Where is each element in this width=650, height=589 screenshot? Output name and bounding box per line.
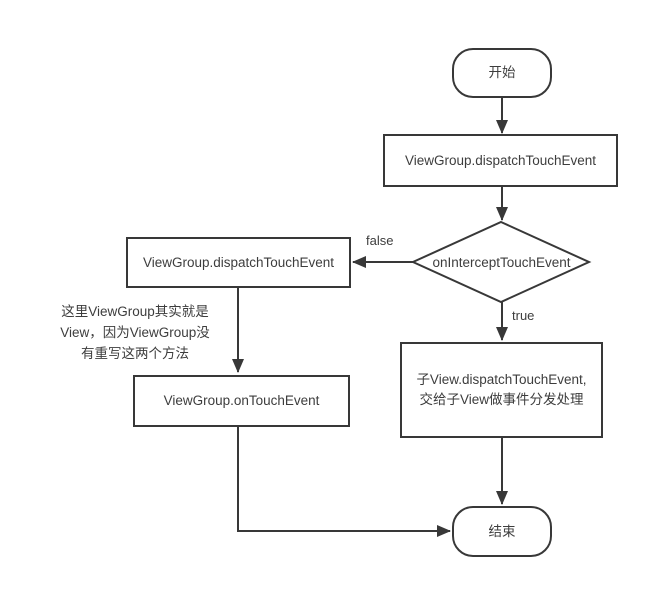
viewgroup-ontouchevent-node: ViewGroup.onTouchEvent <box>133 375 350 427</box>
viewgroup-dispatchtouchevent-label: ViewGroup.dispatchTouchEvent <box>404 152 597 168</box>
false-branch-label: false <box>366 233 394 248</box>
annotation-line-3: 有重写这两个方法 <box>81 345 189 361</box>
child-view-dispatch-node: 子View.dispatchTouchEvent, 交给子View做事件分发处理 <box>400 342 603 438</box>
start-node: 开始 <box>452 48 552 98</box>
viewgroup-dispatchtouchevent-left-node: ViewGroup.dispatchTouchEvent <box>126 237 351 288</box>
edge-ontouch-to-end <box>237 427 451 537</box>
annotation-line-2: View，因为ViewGroup没 <box>60 324 210 340</box>
viewgroup-dispatchtouchevent-left-label: ViewGroup.dispatchTouchEvent <box>142 254 335 270</box>
viewgroup-ontouchevent-label: ViewGroup.onTouchEvent <box>163 393 320 409</box>
annotation-line-1: 这里ViewGroup其实就是 <box>61 304 209 319</box>
true-branch-label: true <box>512 308 535 323</box>
child-view-dispatch-line-1: 子View.dispatchTouchEvent, <box>416 372 587 388</box>
end-node: 结束 <box>452 506 552 557</box>
child-view-dispatch-line-2: 交给子View做事件分发处理 <box>419 392 584 407</box>
viewgroup-dispatchtouchevent-node: ViewGroup.dispatchTouchEvent <box>383 134 618 187</box>
viewgroup-note-annotation: 这里ViewGroup其实就是 View，因为ViewGroup没 有重写这两个… <box>30 302 240 365</box>
decision-diamond-shape <box>410 220 592 304</box>
end-node-label: 结束 <box>488 523 516 539</box>
start-node-label: 开始 <box>488 65 516 81</box>
